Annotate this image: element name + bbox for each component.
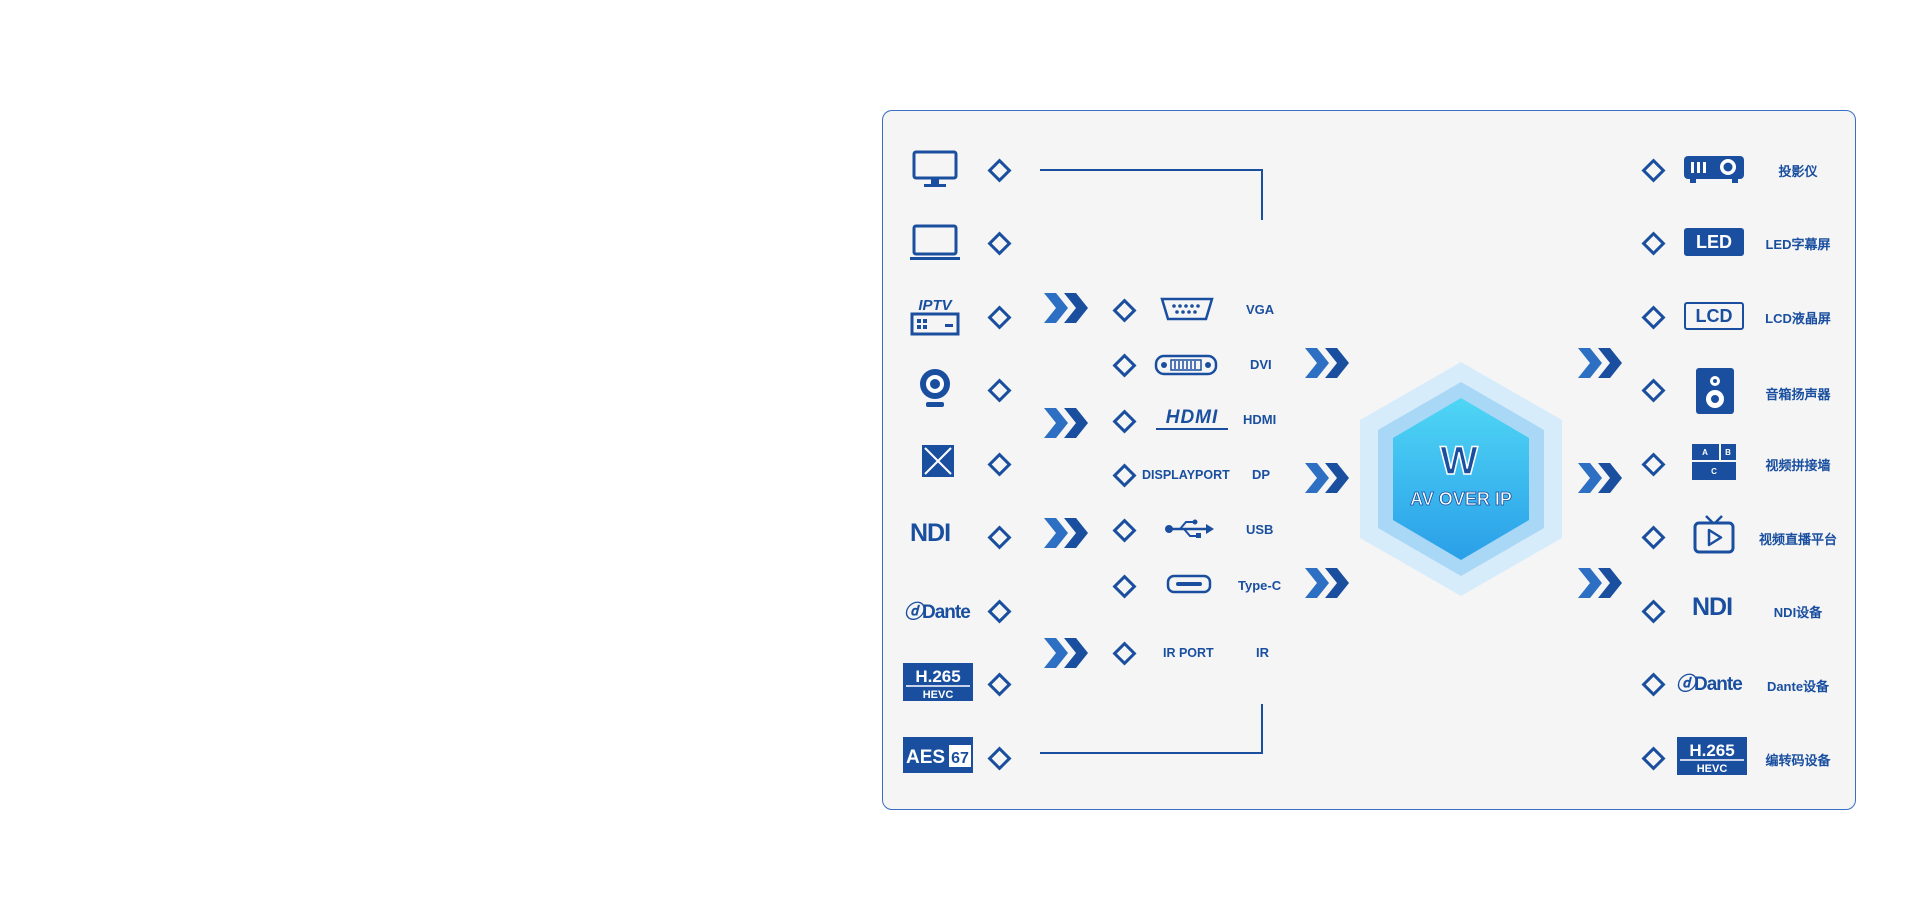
ndi-logo-text: NDI xyxy=(910,519,951,547)
wall-cell-a: A xyxy=(1702,448,1708,457)
chevron-right-icon xyxy=(1044,518,1088,548)
interface-label-vga: VGA xyxy=(1246,302,1275,317)
chevron-right-icon xyxy=(1305,568,1349,598)
output-label-lcd: LCD液晶屏 xyxy=(1765,311,1831,326)
led-badge-text: LED xyxy=(1696,232,1732,252)
aes-text: AES xyxy=(906,747,945,768)
live-stream-tv-icon xyxy=(1693,515,1735,554)
lcd-badge-text: LCD xyxy=(1695,306,1733,326)
bottom-bracket-line xyxy=(1040,704,1263,754)
h265-hevc-logo: H.265 HEVC xyxy=(903,663,973,701)
chevron-right-icon xyxy=(1305,463,1349,493)
projector-icon xyxy=(1684,156,1744,183)
av-over-ip-hub: W AV OVER IP xyxy=(1360,362,1562,596)
output-label-projector: 投影仪 xyxy=(1778,164,1818,179)
webcam-icon xyxy=(920,369,950,407)
displayport-text: DISPLAYPORT xyxy=(1142,468,1230,482)
ir-port-text: IR PORT xyxy=(1163,646,1214,660)
chevron-right-icon xyxy=(1578,348,1622,378)
interface-label-ir: IR xyxy=(1256,645,1269,660)
output-label-led: LED字幕屏 xyxy=(1765,237,1831,252)
crossed-box-icon xyxy=(922,445,954,477)
output-label-ndi: NDI设备 xyxy=(1773,605,1823,620)
dante-logo: ⓓDante xyxy=(904,602,971,623)
video-wall-icon: A B C xyxy=(1692,444,1736,480)
chevron-right-icon xyxy=(1305,348,1349,378)
interface-label-dvi: DVI xyxy=(1250,357,1272,372)
iptv-logo-text: IPTV xyxy=(918,297,953,314)
w-logo: W xyxy=(1440,439,1478,483)
wall-cell-c: C xyxy=(1711,467,1717,476)
output-label-video-wall: 视频拼接墙 xyxy=(1765,458,1831,473)
chevron-right-icon xyxy=(1578,568,1622,598)
led-badge: LED xyxy=(1684,228,1744,256)
aes67-logo: AES 67 xyxy=(903,737,973,773)
h265-text: H.265 xyxy=(915,667,960,686)
monitor-icon xyxy=(912,150,958,187)
chevron-right-icon xyxy=(1044,638,1088,668)
ndi-logo-output: NDI xyxy=(1692,593,1733,622)
hdmi-logo-text: HDMI xyxy=(1165,407,1219,428)
interface-label-dp: DP xyxy=(1252,467,1271,482)
dante-logo-text: Dante xyxy=(922,602,971,623)
interface-label-usb: USB xyxy=(1246,522,1274,537)
dvi-port-icon xyxy=(1154,354,1218,376)
interface-label-hdmi: HDMI xyxy=(1243,412,1277,427)
hdmi-logo: HDMI xyxy=(1152,407,1232,430)
laptop-icon xyxy=(910,224,960,260)
chevron-right-icon xyxy=(1044,408,1088,438)
h265-hevc-logo-output: H.265 HEVC xyxy=(1677,737,1747,775)
chevron-right-icon xyxy=(1044,293,1088,323)
dante-output-text: Dante xyxy=(1694,674,1743,695)
ndi-logo: NDI xyxy=(910,519,951,548)
dante-logo-output: ⓓDante xyxy=(1676,674,1743,695)
aes-67-text: 67 xyxy=(951,750,969,767)
interface-label-type-c: Type-C xyxy=(1238,578,1282,593)
wall-cell-b: B xyxy=(1725,448,1731,457)
type-c-port-icon xyxy=(1166,574,1212,594)
hevc-text: HEVC xyxy=(923,689,954,701)
speaker-icon xyxy=(1696,368,1734,414)
hevc-output-text: HEVC xyxy=(1697,763,1728,775)
vga-port-icon xyxy=(1160,297,1214,321)
chevron-right-icon xyxy=(1578,463,1622,493)
ndi-output-text: NDI xyxy=(1692,593,1733,621)
usb-icon xyxy=(1165,519,1214,538)
output-label-live-stream: 视频直播平台 xyxy=(1758,532,1837,547)
h265-output-text: H.265 xyxy=(1689,741,1734,760)
top-bracket-line xyxy=(1040,169,1263,220)
output-label-dante: Dante设备 xyxy=(1766,679,1830,694)
output-label-speaker: 音箱扬声器 xyxy=(1765,387,1831,402)
output-label-codec: 编转码设备 xyxy=(1765,753,1831,768)
av-over-ip-title: AV OVER IP xyxy=(1410,489,1512,509)
lcd-badge: LCD xyxy=(1684,302,1744,330)
iptv-box-icon: IPTV xyxy=(910,297,960,336)
